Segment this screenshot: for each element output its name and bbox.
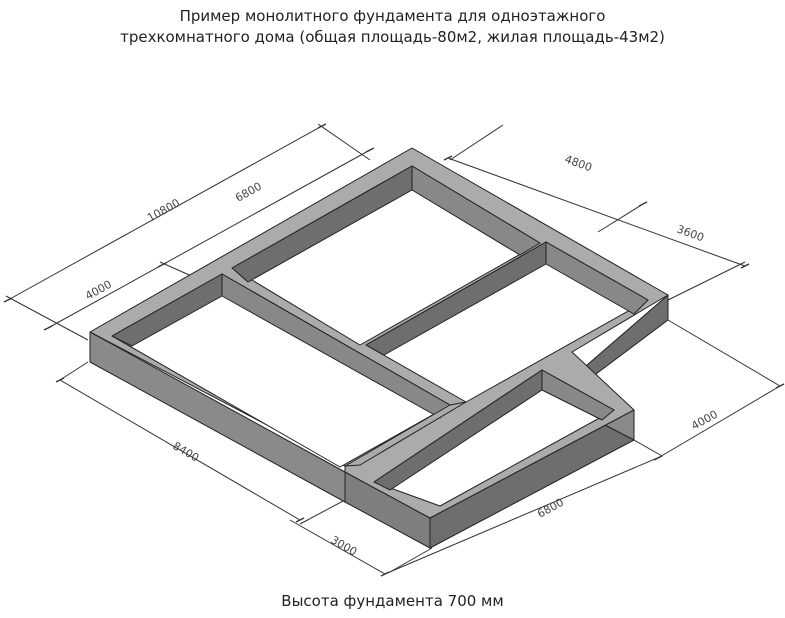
- dim-ext-10800-top: [317, 123, 371, 161]
- dim-ext-3000-left: [299, 499, 346, 525]
- dim-ext-8400-left: [59, 361, 89, 381]
- dim-label-4000-left: 4000: [83, 278, 114, 303]
- dimension-ticks: [3, 123, 785, 577]
- dim-label-8400: 8400: [171, 439, 202, 464]
- dim-label-4800: 4800: [563, 153, 594, 175]
- diagram-title-line-2: трехкомнатного дома (общая площадь-80м2,…: [120, 28, 665, 46]
- dim-ext-3000-right: [389, 547, 433, 573]
- dim-line-4000-right: [657, 385, 781, 459]
- diagram-title-line-1: Пример монолитного фундамента для одноэт…: [179, 7, 606, 25]
- foundation-height-caption: Высота фундамента 700 мм: [281, 592, 504, 610]
- dimension-lines: [5, 123, 781, 575]
- dim-label-6800-bottom: 6800: [535, 496, 566, 521]
- dim-label-3000: 3000: [329, 533, 360, 558]
- dim-label-10800: 10800: [145, 196, 182, 224]
- room-bottom-inner-wall-right: [541, 369, 615, 421]
- partition-top: [344, 401, 467, 467]
- dim-ext-4000-right-bottom: [633, 439, 663, 457]
- dim-label-4000-right: 4000: [689, 408, 720, 433]
- dim-label-3600: 3600: [675, 223, 706, 245]
- dim-ext-10800-left: [5, 295, 89, 341]
- room-right-inner-wall-right: [545, 241, 649, 315]
- dim-line-8400: [59, 379, 301, 521]
- room-upper-inner-wall-right: [411, 165, 541, 256]
- dim-line-6800-bottom: [384, 455, 663, 575]
- dim-line-4800-3600: [447, 157, 746, 267]
- dim-ext-3600-right: [667, 261, 746, 301]
- foundation-body: [89, 147, 669, 549]
- dim-line-10800: [7, 125, 323, 301]
- dim-line-3000: [289, 519, 386, 575]
- dim-ext-3600-mid: [597, 203, 644, 233]
- dim-ext-4000-right-top: [667, 319, 781, 387]
- dim-line-4000-6800: [47, 149, 371, 329]
- dim-ext-4800-top: [449, 124, 504, 161]
- dim-label-6800: 6800: [233, 180, 264, 205]
